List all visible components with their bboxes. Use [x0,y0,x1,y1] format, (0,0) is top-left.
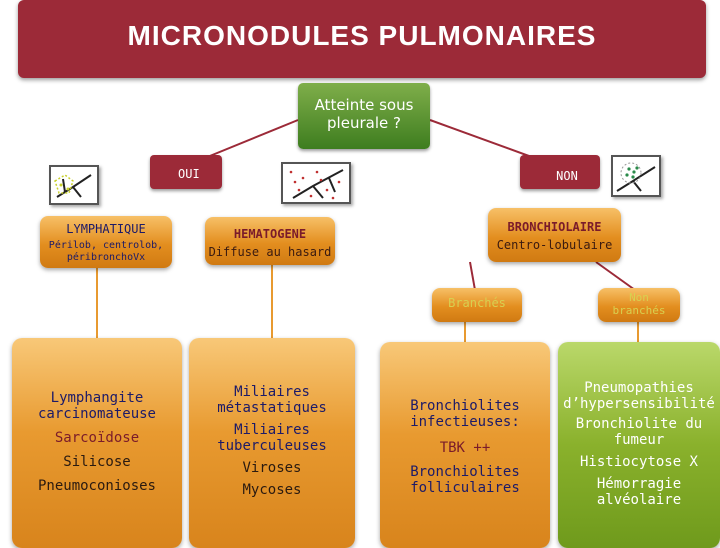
branches-no-label: Non branchés [612,291,666,317]
lymphatique-box: LYMPHATIQUE Périlob, centrolob, péribron… [40,216,172,268]
disease-item: Bronchiolites folliculaires [410,464,520,496]
bronchiolaire-box: BRONCHIOLAIRE Centro-lobulaire [488,208,621,262]
lymphatic-pattern-image [49,165,99,205]
hematogene-subtitle: Diffuse au hasard [208,245,332,259]
disease-item: Miliaires tuberculeuses [217,422,327,454]
question-box: Atteinte sous pleurale ? [298,83,430,149]
hematogene-box: HEMATOGENE Diffuse au hasard [205,217,335,265]
disease-item: Hémorragie alvéolaire [596,476,682,508]
random-pattern-image [281,162,351,204]
centrilobular-pattern-image [611,155,661,197]
disease-item: Bronchiolite du fumeur [575,416,703,448]
non-branches-diseases-column: Pneumopathies d’hypersensibilité Bronchi… [558,342,720,548]
answer-no-box: NON [520,155,600,189]
branches-yes-box: Branchés [432,288,522,322]
lymphatique-subtitle: Périlob, centrolob, péribronchoVx [48,240,164,263]
disease-item: Miliaires métastatiques [217,384,327,416]
lymphatique-title: LYMPHATIQUE [66,222,146,236]
hematogene-diseases-column: Miliaires métastatiques Miliaires tuberc… [189,338,355,548]
lymphatique-diseases-column: Lymphangite carcinomateuse Sarcoïdose Si… [12,338,182,548]
disease-item: Histiocytose X [579,454,698,470]
disease-item: TBK ++ [439,440,491,456]
disease-item: Silicose [63,454,131,470]
disease-item: Sarcoïdose [54,430,140,446]
disease-item: Pneumopathies d’hypersensibilité [563,380,715,412]
branches-no-box: Non branchés [598,288,680,322]
branches-yes-label: Branchés [448,296,506,310]
disease-item: Bronchiolites infectieuses: [410,398,520,430]
bronchiolaire-title: BRONCHIOLAIRE [507,220,602,234]
disease-item: Viroses [242,460,302,476]
disease-item: Pneumoconioses [37,478,156,494]
page-title: MICRONODULES PULMONAIRES [18,0,706,78]
branches-diseases-column: Bronchiolites infectieuses: TBK ++ Bronc… [380,342,550,548]
disease-item: Lymphangite carcinomateuse [37,390,156,422]
hematogene-title: HEMATOGENE [233,227,307,241]
answer-yes-box: OUI [150,155,222,189]
disease-item: Mycoses [242,482,302,498]
bronchiolaire-subtitle: Centro-lobulaire [496,238,613,252]
